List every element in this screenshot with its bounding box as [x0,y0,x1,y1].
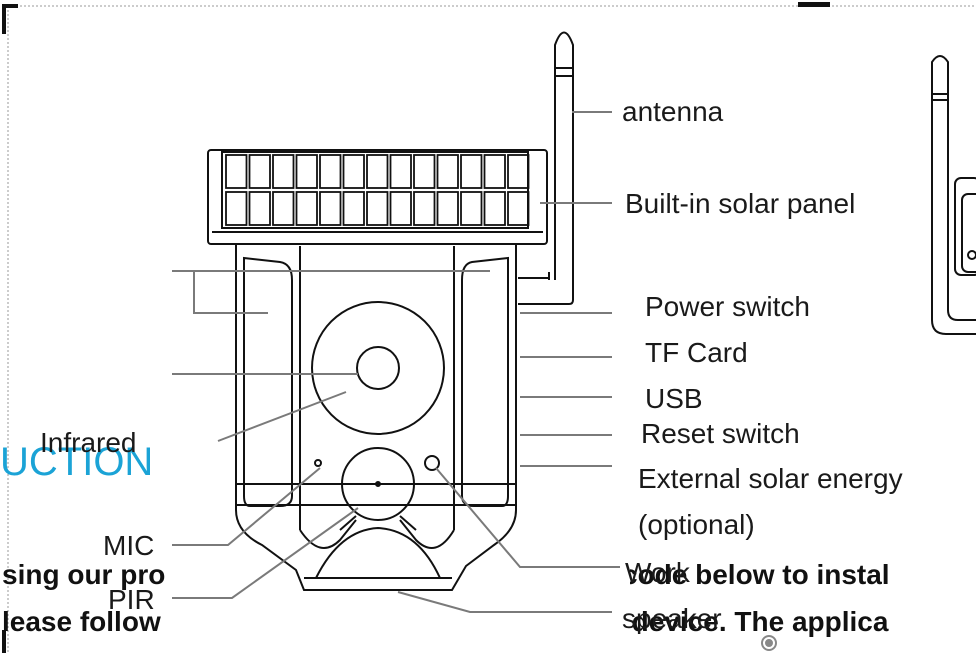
label-reset-switch: Reset switch [641,418,800,449]
bg-text-line1-right: code below to instal [622,559,890,590]
solar-cell [413,154,436,189]
solar-cell [366,191,389,226]
solar-cell [436,191,459,226]
leader-lines [172,111,620,613]
bg-text-line2-right: r device. The applica [613,606,889,637]
solar-cell [460,154,483,189]
solar-cell [413,191,436,226]
solar-panel-illustration [207,149,548,245]
partial-camera-right [931,55,976,335]
solar-cell [389,154,412,189]
solar-cell [248,154,271,189]
bg-text-line1-left: sing our pro [2,559,165,590]
label-infrared: Infrared [40,427,137,458]
section-heading-fragment: UCTION [0,440,153,484]
solar-cell [225,154,248,189]
label-power-switch: Power switch [645,291,810,322]
camera-body [235,244,517,591]
label-antenna: antenna [622,96,724,127]
bg-text-line2-left: lease follow [2,606,161,637]
solar-cell [225,191,248,226]
solar-cell [483,154,506,189]
solar-cell [389,191,412,226]
label-pir: PIR [108,584,155,615]
solar-cell [342,154,365,189]
label-external-solar: External solar energy [638,463,903,494]
solar-cell [248,191,271,226]
page-frame [7,5,976,653]
crop-marks [2,2,830,653]
solar-cell [483,191,506,226]
solar-cell [366,154,389,189]
label-speaker: speaker [622,603,722,634]
label-external-solar-optional: (optional) [638,509,755,540]
solar-cell [436,154,459,189]
diagram-mask-left [170,555,630,645]
label-work: Work [625,557,691,588]
solar-cell [272,191,295,226]
solar-cell-grid [225,154,530,226]
solar-cell [319,191,342,226]
solar-cell [319,154,342,189]
label-mic: MIC [103,530,154,561]
solar-cell [295,154,318,189]
solar-cell [460,191,483,226]
solar-cell [507,154,530,189]
label-usb: USB [645,383,703,414]
antenna-illustration [518,31,574,305]
solar-cell [507,191,530,226]
solar-cell [342,191,365,226]
label-tf-card: TF Card [645,337,748,368]
label-solar-panel: Built-in solar panel [625,188,855,219]
refresh-icon [761,635,777,651]
solar-cell [272,154,295,189]
solar-cell [295,191,318,226]
